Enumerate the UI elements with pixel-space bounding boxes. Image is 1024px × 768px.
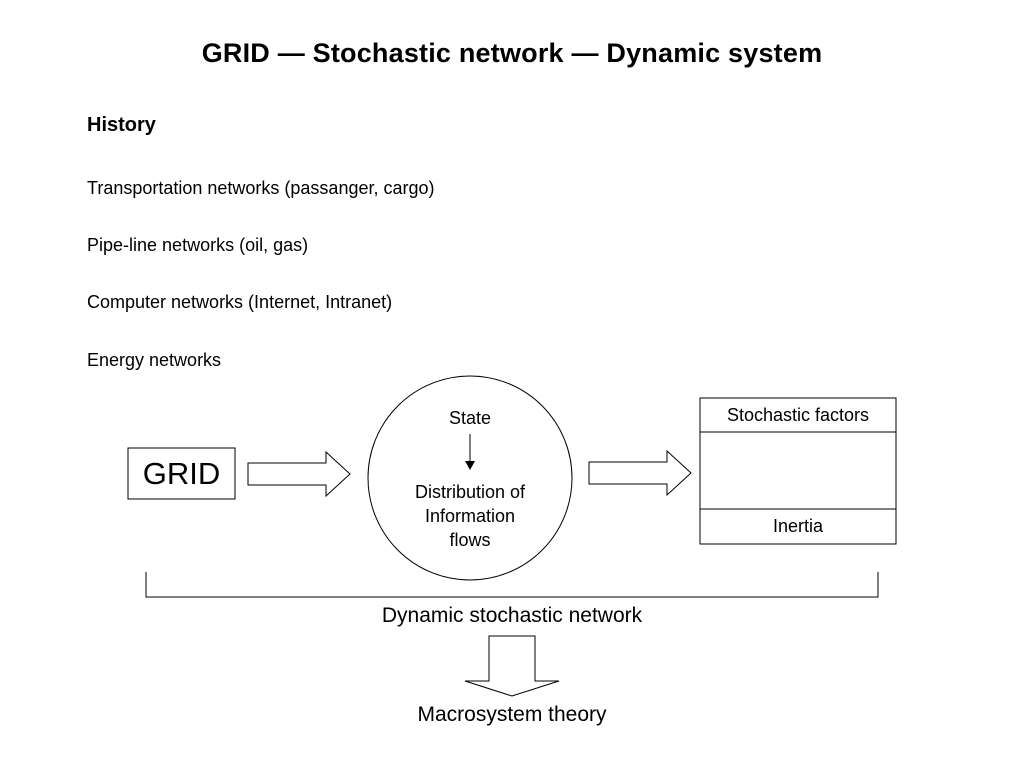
bracket [145, 572, 879, 598]
history-item-transportation: Transportation networks (passanger, carg… [87, 178, 435, 198]
distribution-label: Distribution of Information flows [414, 482, 526, 550]
state-label: State [448, 408, 492, 428]
history-item-computer: Computer networks (Internet, Intranet) [87, 292, 393, 312]
macrosystem-theory-label: Macrosystem theory [417, 703, 607, 726]
bracket-label: Dynamic stochastic network [381, 604, 643, 627]
factors-box [699, 397, 897, 545]
grid-box [127, 447, 236, 500]
history-item-energy: Energy networks [87, 350, 222, 370]
state-arrow-head [465, 461, 475, 470]
stochastic-factors-label: Stochastic factors [726, 405, 870, 425]
inertia-label: Inertia [772, 516, 824, 536]
state-circle [367, 375, 573, 581]
arrow-down-to-theory [464, 635, 560, 697]
history-item-pipeline: Pipe-line networks (oil, gas) [87, 235, 309, 255]
grid-label: GRID [142, 456, 221, 491]
arrow-circle-to-factors [588, 449, 692, 497]
arrow-grid-to-circle [247, 450, 351, 498]
history-heading: History [87, 114, 156, 136]
page-title: GRID — Stochastic network — Dynamic syst… [201, 38, 823, 68]
